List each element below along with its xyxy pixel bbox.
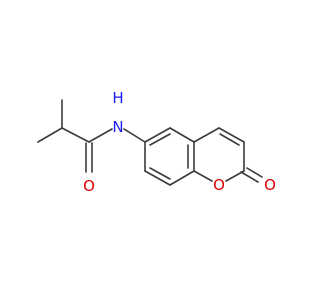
bond-pyran-a (193, 127, 220, 143)
nitrogen-hydrogen-label: H (112, 89, 123, 107)
bond-lactone-co-1 (240, 171, 259, 183)
molecule-structure: N H O O O (37, 89, 276, 195)
bond-lactone-co-2 (246, 167, 263, 178)
bond-methyl-left (37, 127, 63, 143)
structure-canvas: N H O O O (37, 89, 276, 195)
nitrogen-label: N (112, 118, 123, 136)
bond-carbonyl-n (88, 128, 113, 143)
amide-oxygen-label: O (83, 177, 95, 195)
bond-ring-d (169, 170, 195, 186)
ring-oxygen-label: O (213, 176, 225, 194)
bond-ring-a-inner (149, 133, 171, 146)
bond-pyran-b (218, 127, 245, 143)
bond-n-ring (123, 128, 146, 143)
carbonyl-oxygen-label: O (264, 176, 276, 194)
bond-isopropyl-carbonyl (61, 127, 90, 143)
bond-ring-b (169, 127, 195, 143)
bond-ring-e (144, 170, 171, 186)
bond-ring-a (144, 127, 171, 143)
bond-pyran-e (193, 170, 213, 182)
bond-ring-e-inner (149, 167, 171, 180)
bond-pyran-b-inner (219, 133, 240, 146)
